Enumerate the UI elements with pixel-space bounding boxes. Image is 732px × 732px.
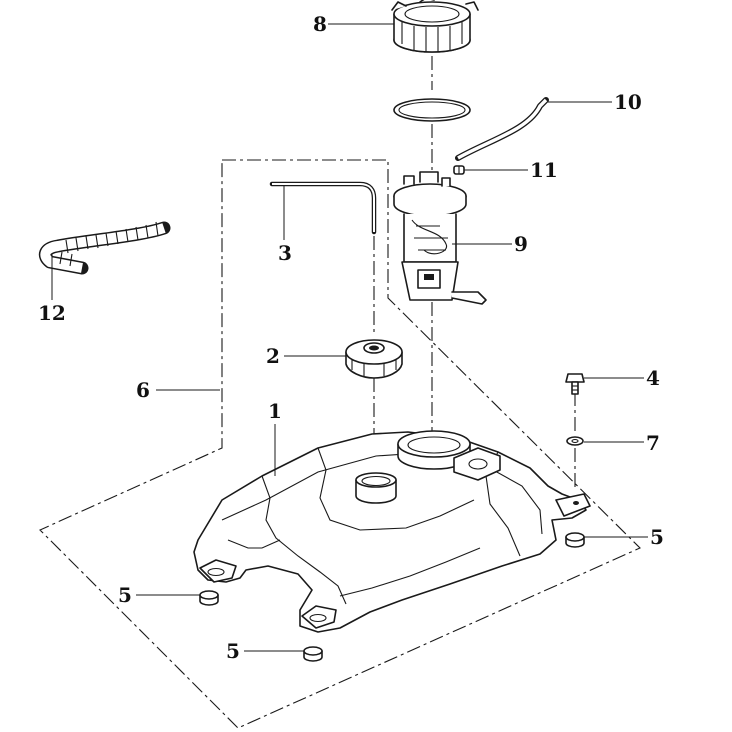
breather-tube-part <box>269 181 377 235</box>
fuel-pump-module-part <box>393 171 487 305</box>
callout-12: 12 <box>38 301 66 325</box>
callout-8: 8 <box>313 12 327 36</box>
fuel-tank-part <box>193 430 591 633</box>
callout-3: 3 <box>278 241 292 265</box>
callout-1: 1 <box>268 399 282 423</box>
assembly-boundary-line <box>39 159 641 729</box>
rubber-bushing-bottom-part <box>303 646 323 662</box>
callout-10: 10 <box>614 90 642 114</box>
callout-4: 4 <box>646 366 660 390</box>
fuel-cap-part <box>345 339 403 379</box>
rubber-bushing-right-part <box>565 532 585 548</box>
rubber-bushing-left-part <box>199 590 219 606</box>
callout-11: 11 <box>530 158 558 182</box>
hose-clip-part <box>453 165 465 175</box>
callout-7: 7 <box>646 431 660 455</box>
leader-lines <box>51 23 648 652</box>
breather-tube-inner <box>272 183 375 232</box>
callout-5-right: 5 <box>650 525 664 549</box>
callout-5-left: 5 <box>118 583 132 607</box>
bolt-part <box>565 373 585 395</box>
washer-part <box>566 436 584 446</box>
callout-9: 9 <box>514 232 528 256</box>
fuel-hose-inner <box>457 98 548 160</box>
callout-6: 6 <box>136 378 150 402</box>
callout-2: 2 <box>266 344 280 368</box>
o-ring-part <box>393 98 471 122</box>
callout-5-bottom: 5 <box>226 639 240 663</box>
corrugated-hose-part <box>38 221 171 275</box>
lock-ring-part <box>391 0 479 53</box>
